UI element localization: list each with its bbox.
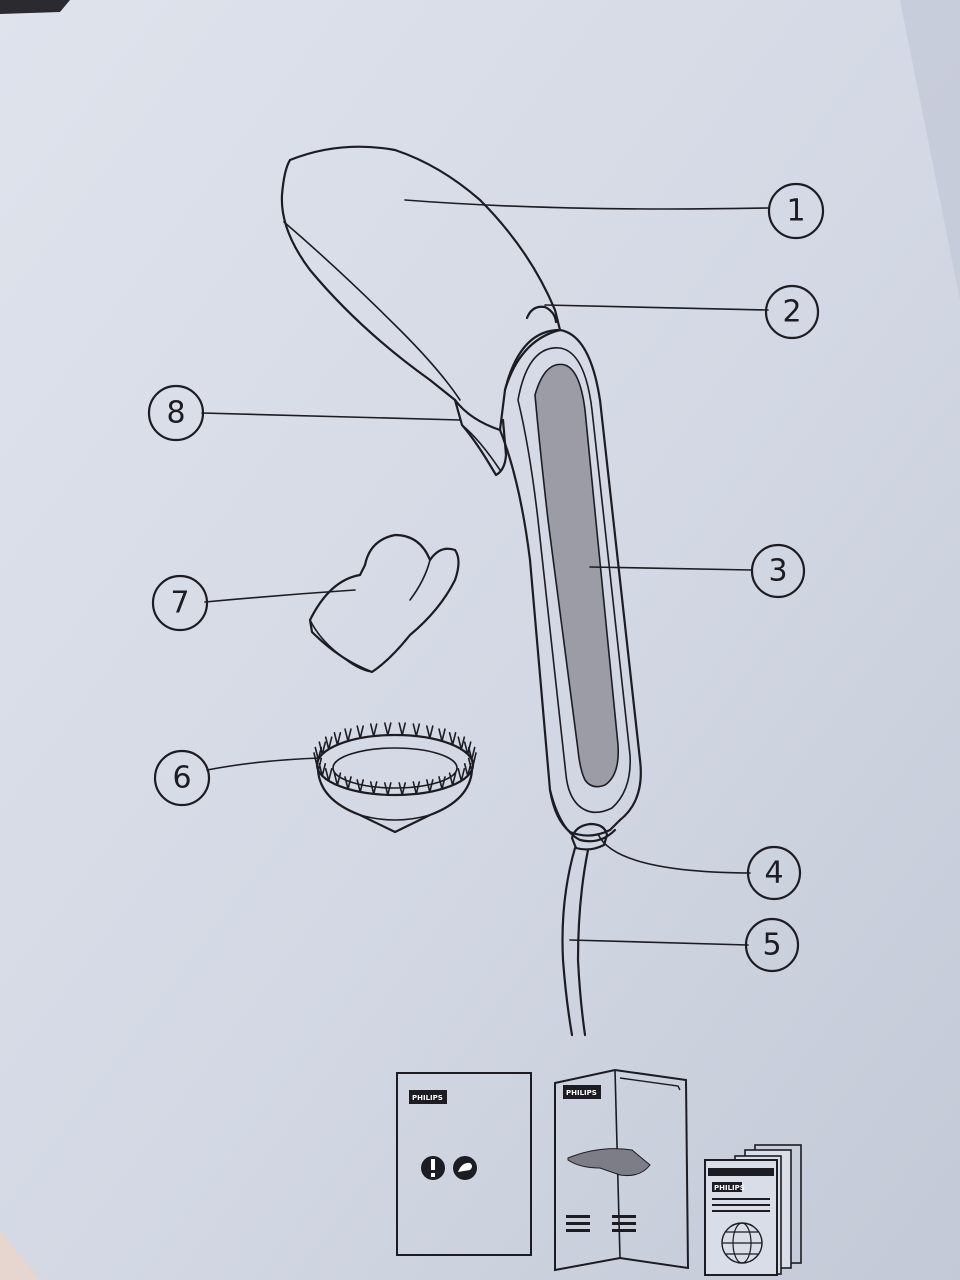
safety-leaflet-brand: PHILIPS xyxy=(412,1094,443,1102)
callout-label-7: 7 xyxy=(170,586,189,621)
user-manual-brand: PHILIPS xyxy=(566,1089,597,1097)
callout-label-6: 6 xyxy=(172,761,191,796)
warranty-booklet: PHILIPS xyxy=(705,1145,801,1275)
callout-label-1: 1 xyxy=(786,194,805,229)
callout-label-5: 5 xyxy=(762,928,781,963)
callout-label-3: 3 xyxy=(768,554,787,589)
paper-corner-shadow xyxy=(0,0,70,14)
callout-label-8: 8 xyxy=(166,396,185,431)
callout-label-4: 4 xyxy=(764,856,783,891)
warranty-booklet-brand: PHILIPS xyxy=(714,1184,745,1192)
callout-label-2: 2 xyxy=(782,295,801,330)
